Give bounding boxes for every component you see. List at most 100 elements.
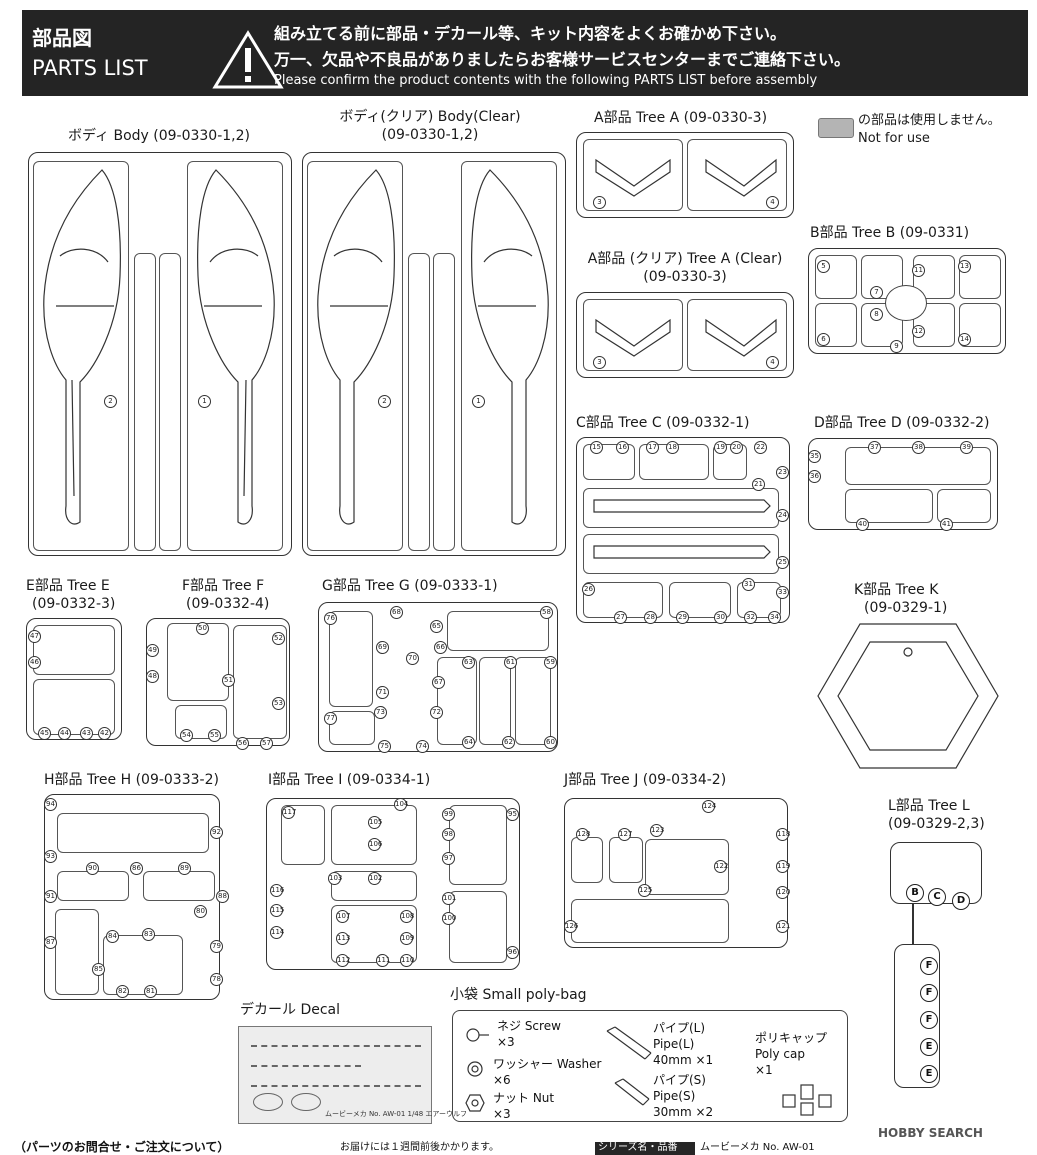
sprue-f — [146, 618, 290, 746]
part-number: 17 — [646, 441, 659, 454]
decal-caption: ムービーメカ No. AW-01 1/48 エアーウルフ — [325, 1110, 468, 1118]
part-number: 65 — [430, 620, 443, 633]
legend-en: Not for use — [858, 131, 930, 146]
sprue-body-clear — [302, 152, 566, 556]
part-number: 25 — [776, 556, 789, 569]
part-cell — [33, 679, 115, 735]
part-number: 122 — [714, 860, 728, 873]
part-number: 19 — [714, 441, 727, 454]
part-number: 27 — [614, 611, 627, 624]
part-number: F — [920, 957, 938, 975]
part-body-clear-1-cell — [461, 161, 557, 551]
part-number: 96 — [506, 946, 519, 959]
part-number: 58 — [540, 606, 553, 619]
not-for-use-swatch — [818, 118, 854, 138]
part-number: 76 — [324, 612, 337, 625]
sprue-frame — [134, 253, 156, 551]
sprue-d — [808, 438, 998, 530]
fuselage-half-clear-icon — [471, 169, 549, 525]
part-cell — [571, 837, 603, 883]
decal-strip — [251, 1065, 361, 1075]
part-number: 20 — [730, 441, 743, 454]
part-cell — [437, 657, 477, 745]
decal-label: デカール Decal — [240, 1002, 341, 1018]
part-number: 4 — [766, 356, 779, 369]
part-number: 53 — [272, 697, 285, 710]
part-number: 125 — [638, 884, 652, 897]
part-number: 24 — [776, 509, 789, 522]
small-poly-bag: ネジ Screw ×3 ワッシャー Washer ×6 ナット Nut ×3 パ… — [452, 1010, 848, 1122]
part-number: 90 — [86, 862, 99, 875]
decal-sheet: ムービーメカ No. AW-01 1/48 エアーウルフ — [238, 1026, 467, 1124]
part-number: 26 — [582, 583, 595, 596]
footer-left: （パーツのお問合せ・ご注文について） — [14, 1140, 230, 1154]
part-cell — [329, 611, 373, 707]
part-number: 14 — [958, 333, 971, 346]
tree-body-clear-label-1: ボディ(クリア) Body(Clear) — [339, 109, 521, 125]
part-number: 82 — [116, 985, 129, 998]
decal-window — [291, 1093, 321, 1111]
part-number: 74 — [416, 740, 429, 753]
part-number: 109 — [400, 932, 414, 945]
part-number: 8 — [870, 308, 883, 321]
part-number: 112 — [336, 954, 350, 967]
washer-qty: ×6 — [493, 1073, 511, 1087]
part-number: 11 — [912, 264, 925, 277]
part-number: 3 — [593, 356, 606, 369]
part-number: 41 — [940, 518, 953, 531]
part-number: 2 — [104, 395, 117, 408]
part-body-2-cell — [33, 161, 129, 551]
tree-a-label: A部品 Tree A (09-0330-3) — [594, 110, 768, 126]
part-number: 49 — [146, 644, 159, 657]
part-number: 13 — [958, 260, 971, 273]
pipe-long-jp: パイプ(L) — [653, 1021, 706, 1035]
part-number: 93 — [44, 850, 57, 863]
part-number: 68 — [390, 606, 403, 619]
part-number: 118 — [776, 828, 790, 841]
tree-e-label-2: (09-0332-3) — [32, 596, 116, 612]
part-number: 4 — [766, 196, 779, 209]
part-body-clear-2-cell — [307, 161, 403, 551]
part-number: 48 — [146, 670, 159, 683]
part-number: 42 — [98, 727, 111, 740]
washer-label: ワッシャー Washer — [493, 1057, 602, 1071]
legend-jp: の部品は使用しません。 — [858, 113, 1001, 128]
part-number: 84 — [106, 930, 119, 943]
part-number: E — [920, 1065, 938, 1083]
part-number: 55 — [208, 729, 221, 742]
pipe-short-icon — [614, 1078, 650, 1106]
part-cell — [143, 871, 215, 901]
polycap-icon — [782, 1084, 832, 1116]
part-cell — [449, 805, 507, 885]
tree-d-label: D部品 Tree D (09-0332-2) — [814, 415, 990, 431]
part-number: 43 — [80, 727, 93, 740]
part-number: 117 — [282, 806, 296, 819]
title-jp: 部品図 — [32, 26, 92, 50]
part-number: B — [906, 884, 924, 902]
part-number: 95 — [506, 808, 519, 821]
washer-icon — [467, 1061, 483, 1077]
part-number: 57 — [260, 737, 273, 750]
part-number: 69 — [376, 641, 389, 654]
part-cell — [55, 909, 99, 995]
part-number: 23 — [776, 466, 789, 479]
part-number: 46 — [28, 656, 41, 669]
notice-line-2: 万一、欠品や不良品がありましたらお客様サービスセンターまでご連絡下さい。 — [274, 50, 851, 69]
part-number: 99 — [442, 808, 455, 821]
part-cell — [583, 488, 779, 528]
polycap-jp: ポリキャップ — [755, 1031, 828, 1045]
screw-label: ネジ Screw — [497, 1019, 561, 1033]
sprue-hub — [885, 285, 927, 321]
part-cell — [571, 899, 729, 943]
footer-series-label: シリーズ名・品番 — [598, 1142, 678, 1153]
part-number: 94 — [44, 798, 57, 811]
watermark: HOBBY SEARCH — [878, 1126, 983, 1140]
polycap-qty: ×1 — [755, 1063, 773, 1077]
notice-line-3: Please confirm the product contents with… — [274, 73, 818, 88]
part-number: 123 — [650, 824, 664, 837]
part-number: 114 — [270, 926, 284, 939]
part-number: 44 — [58, 727, 71, 740]
sprue-frame — [433, 253, 455, 551]
tree-k-label-2: (09-0329-1) — [864, 600, 948, 616]
tree-j-label: J部品 Tree J (09-0334-2) — [564, 772, 727, 788]
